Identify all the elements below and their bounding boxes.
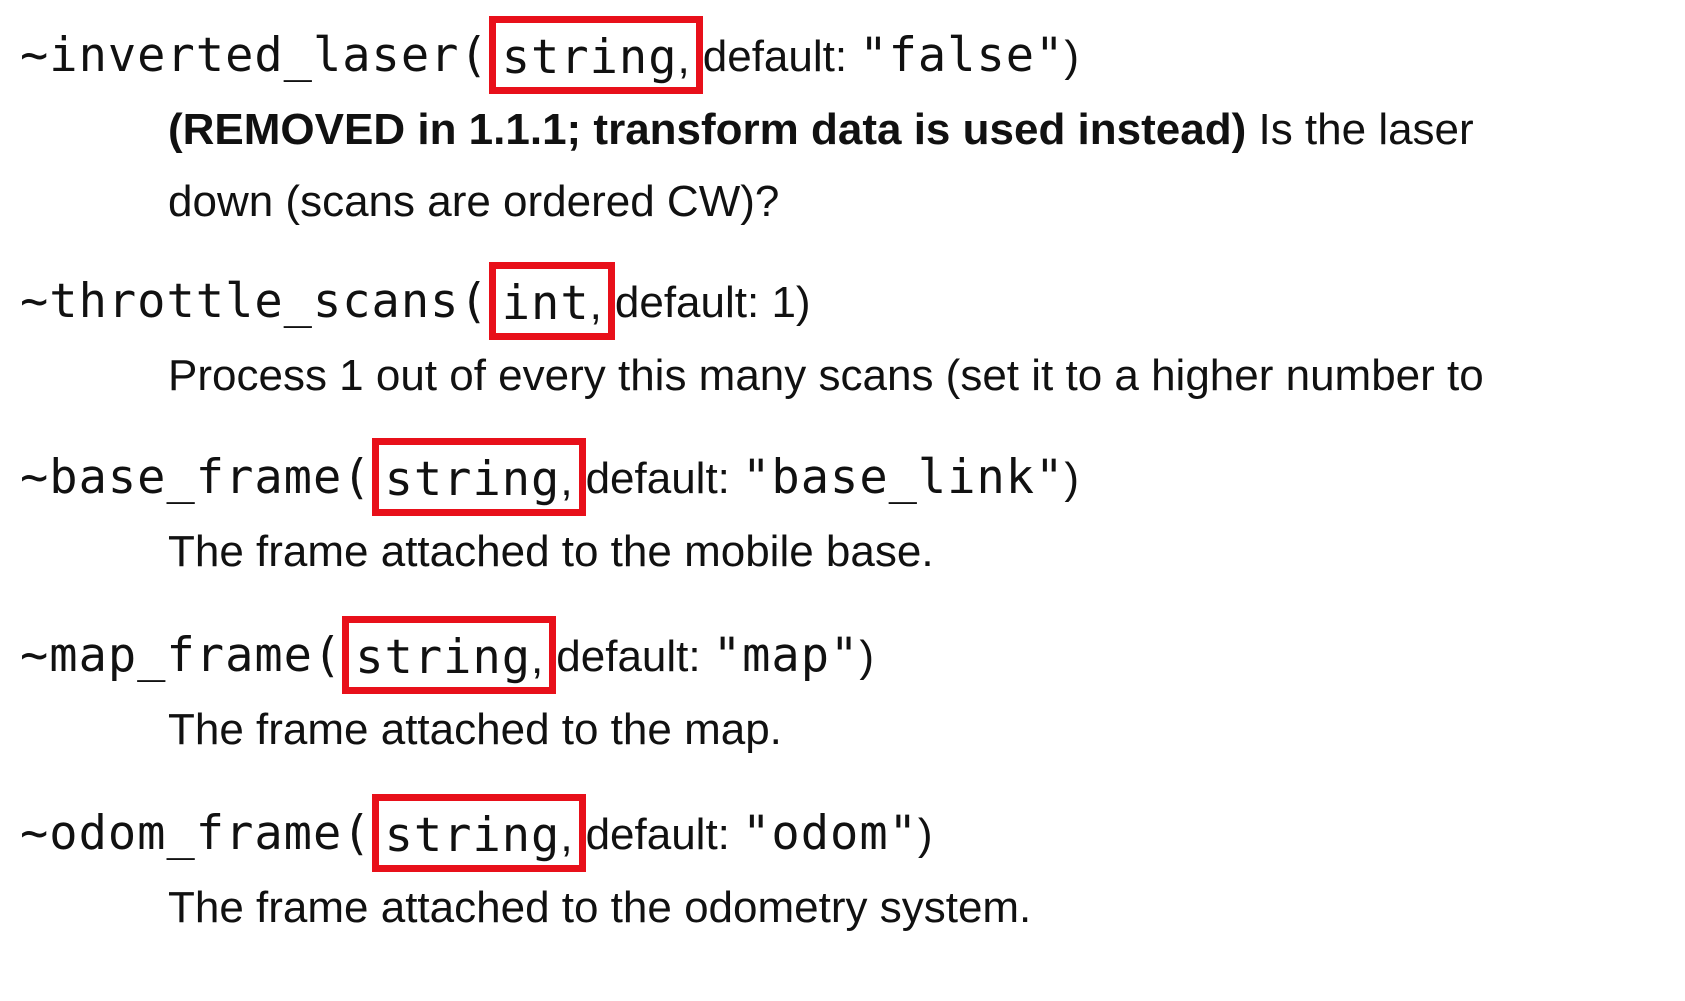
param-name: ~base_frame	[20, 450, 343, 505]
param-separator: ,	[560, 456, 573, 505]
param-close-paren: )	[1064, 32, 1080, 81]
param-type: string	[384, 808, 561, 863]
param-name: ~map_frame	[20, 628, 313, 683]
param-open-paren: (	[342, 806, 372, 861]
type-highlight-box: string,	[342, 616, 557, 694]
param-description: (REMOVED in 1.1.1; transform data is use…	[168, 94, 1474, 238]
param-separator: ,	[560, 812, 573, 861]
description-line: (REMOVED in 1.1.1; transform data is use…	[168, 94, 1474, 166]
type-highlight-box: string,	[371, 794, 586, 872]
param-separator: ,	[677, 34, 690, 83]
param-name: ~inverted_laser	[20, 28, 460, 83]
param-close-paren: )	[917, 810, 933, 859]
param-name: ~throttle_scans	[20, 274, 460, 329]
default-value: "map"	[712, 628, 860, 683]
description-line: The frame attached to the map.	[168, 705, 782, 754]
default-label: default:	[585, 810, 743, 859]
param-type: string	[355, 630, 532, 685]
description-text: Is the laser	[1246, 105, 1474, 154]
default-value: "base_link"	[742, 450, 1065, 505]
param-type: string	[501, 30, 678, 85]
description-line: down (scans are ordered CW)?	[168, 177, 780, 226]
param-type: string	[384, 452, 561, 507]
removed-notice: (REMOVED in 1.1.1; transform data is use…	[168, 105, 1247, 154]
default-value: "false"	[859, 28, 1065, 83]
param-open-paren: (	[312, 628, 343, 683]
default-label: default:	[614, 278, 772, 327]
param-map-frame: ~map_frame(string,default: "map") The fr…	[20, 616, 874, 766]
default-label: default:	[585, 454, 743, 503]
default-value: 1	[771, 278, 796, 327]
param-open-paren: (	[459, 28, 489, 83]
param-close-paren: )	[859, 632, 874, 681]
param-description: Process 1 out of every this many scans (…	[168, 340, 1484, 412]
param-signature: ~throttle_scans(int,default: 1)	[20, 262, 1336, 340]
param-name: ~odom_frame	[20, 806, 343, 861]
param-signature: ~base_frame(string,default: "base_link")	[20, 438, 1080, 516]
description-line: Process 1 out of every this many scans (…	[168, 351, 1484, 400]
param-description: The frame attached to the mobile base.	[168, 516, 1227, 588]
param-signature: ~inverted_laser(string,default: "false")	[20, 16, 1326, 94]
param-open-paren: (	[459, 274, 489, 329]
param-separator: ,	[589, 280, 602, 329]
param-base-frame: ~base_frame(string,default: "base_link")…	[20, 438, 1080, 588]
type-highlight-box: int,	[488, 262, 615, 340]
type-highlight-box: string,	[488, 16, 703, 94]
type-highlight-box: string,	[371, 438, 586, 516]
param-type: int	[501, 276, 590, 331]
default-label: default:	[556, 632, 713, 681]
param-signature: ~odom_frame(string,default: "odom")	[20, 794, 933, 872]
param-open-paren: (	[342, 450, 372, 505]
default-value: "odom"	[742, 806, 918, 861]
default-label: default:	[702, 32, 860, 81]
param-description: The frame attached to the odometry syste…	[168, 872, 1081, 944]
param-odom-frame: ~odom_frame(string,default: "odom") The …	[20, 794, 1031, 944]
param-separator: ,	[531, 634, 544, 683]
description-line: The frame attached to the odometry syste…	[168, 883, 1032, 932]
param-close-paren: )	[1064, 454, 1080, 503]
param-throttle-scans: ~throttle_scans(int,default: 1) Process …	[20, 262, 1484, 412]
param-description: The frame attached to the map.	[168, 694, 1022, 766]
param-close-paren: )	[795, 278, 811, 327]
param-inverted-laser: ~inverted_laser(string,default: "false")…	[20, 16, 1474, 238]
description-line: The frame attached to the mobile base.	[168, 527, 934, 576]
param-signature: ~map_frame(string,default: "map")	[20, 616, 874, 694]
